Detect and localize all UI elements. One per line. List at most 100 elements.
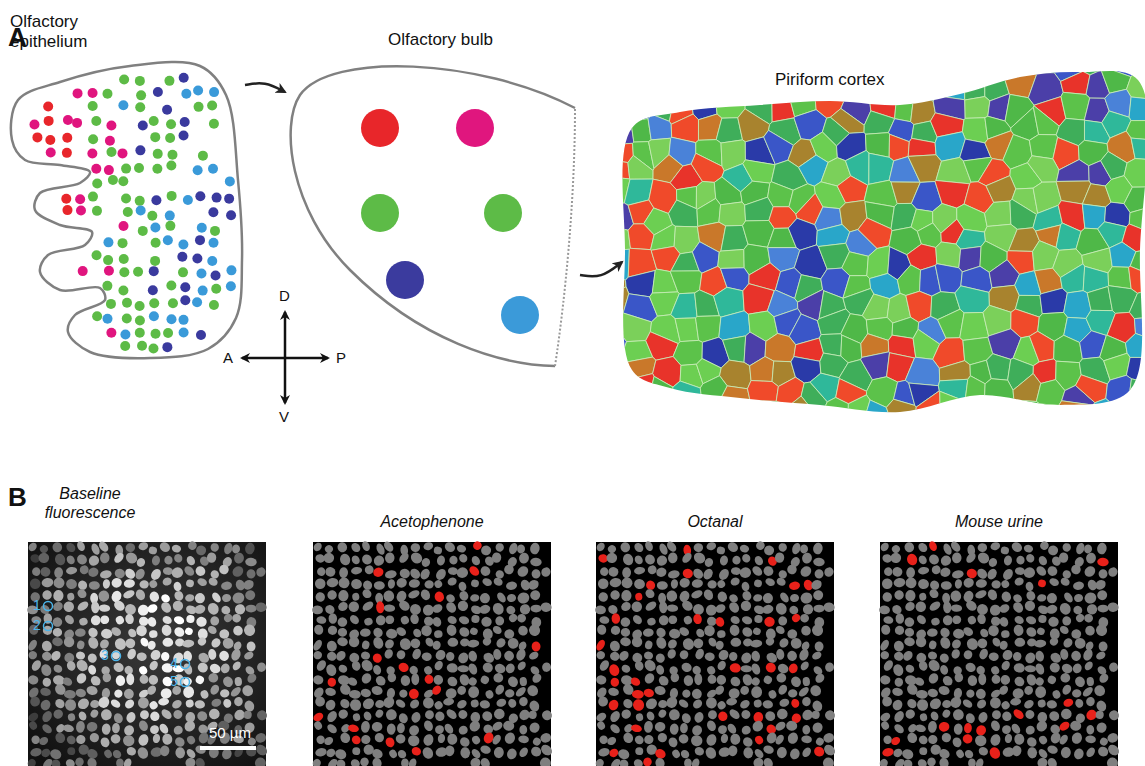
cell-body (66, 660, 77, 672)
cell-mask (1072, 604, 1084, 616)
cortical-neuron (605, 337, 626, 359)
cell-mask (420, 745, 435, 760)
cell-mask (1085, 696, 1095, 707)
receptor-neuron (119, 267, 129, 277)
cortical-neuron (621, 71, 650, 102)
cell-body (160, 687, 173, 700)
receptor-neuron (119, 221, 129, 231)
cell-mask (446, 652, 455, 662)
cell-mask (952, 709, 964, 721)
cell-mask (1061, 683, 1073, 696)
cell-mask (753, 594, 763, 603)
cell-mask (927, 553, 941, 567)
cortical-neuron (837, 176, 868, 203)
bulb-outline (291, 66, 575, 366)
cell-body (160, 707, 174, 721)
cell-mask (762, 544, 775, 557)
cell-mask (778, 697, 790, 708)
receptor-neuron (32, 132, 42, 142)
cell-mask (706, 665, 717, 676)
cell-body (149, 648, 163, 662)
cell-mask (1070, 564, 1082, 576)
cell-mask (1046, 564, 1060, 577)
cell-mask (1062, 616, 1071, 626)
cell-mask (741, 735, 754, 748)
cell-mask (1035, 686, 1047, 699)
cell-mask (726, 722, 738, 735)
receptor-neuron (91, 116, 101, 126)
cell-body (41, 577, 54, 588)
cell-mask (643, 688, 655, 699)
cell-mask (729, 675, 743, 688)
cortical-neuron (897, 265, 920, 296)
receptor-neuron (62, 133, 72, 143)
cell-mask (1000, 659, 1012, 671)
cortical-neuron (670, 271, 702, 294)
cell-mask (599, 616, 610, 625)
cell-mask (540, 708, 554, 722)
cell-mask (397, 551, 410, 565)
cortical-neuron (789, 396, 819, 425)
cell-mask (939, 664, 949, 676)
cell-mask (938, 721, 950, 732)
cell-mask (335, 758, 347, 766)
cell-body (245, 605, 256, 613)
cell-mask (311, 757, 322, 766)
cell-mask (705, 541, 717, 551)
cell-body (115, 615, 126, 626)
cell-mask (716, 546, 725, 555)
cell-mask (598, 591, 609, 602)
cell-body (221, 675, 235, 689)
cell-mask (352, 747, 360, 755)
cell-body (234, 603, 246, 615)
cell-mask (764, 710, 777, 723)
cell-body (134, 567, 147, 581)
cell-body (64, 758, 76, 766)
cell-mask (643, 720, 653, 733)
cell-body (109, 698, 121, 710)
cell-mask (446, 624, 458, 637)
cell-mask (467, 564, 481, 577)
cell-mask (951, 569, 964, 579)
receptor-neuron (106, 147, 116, 157)
cell-mask (1058, 720, 1071, 733)
cell-mask (388, 673, 397, 683)
cortical-neuron (719, 202, 746, 226)
cell-mask (519, 677, 527, 687)
cell-mask (616, 747, 631, 761)
cell-mask (446, 576, 458, 587)
cell-mask (998, 616, 1010, 628)
cell-mask (491, 624, 503, 635)
cell-mask (655, 554, 669, 568)
image-panel (313, 542, 551, 766)
cell-mask (493, 672, 504, 683)
cortical-neuron (858, 218, 892, 249)
cell-mask (1098, 672, 1111, 685)
cell-mask (317, 567, 326, 576)
cell-mask (1001, 630, 1010, 639)
cell-mask (410, 543, 421, 553)
cortical-neuron (985, 201, 1011, 226)
cell-mask (751, 686, 763, 699)
cell-mask (642, 658, 658, 674)
cell-mask (644, 640, 653, 650)
cell-body (171, 544, 182, 553)
cell-mask (336, 600, 349, 613)
cell-body (123, 757, 133, 766)
cell-mask (882, 734, 893, 745)
cell-body (233, 696, 243, 707)
receptor-neuron (148, 343, 158, 353)
cell-body (173, 615, 185, 626)
cell-mask (384, 569, 397, 579)
cortical-neuron (918, 55, 938, 74)
cell-body (231, 660, 242, 672)
cell-mask (903, 600, 916, 613)
cell-mask (802, 725, 810, 735)
region-shape (622, 66, 1143, 422)
cortical-neuron (965, 97, 990, 119)
cell-mask (801, 696, 811, 707)
cell-mask (904, 663, 916, 674)
cell-mask (609, 640, 621, 653)
cell-mask (904, 708, 917, 721)
cell-mask (1083, 591, 1098, 605)
